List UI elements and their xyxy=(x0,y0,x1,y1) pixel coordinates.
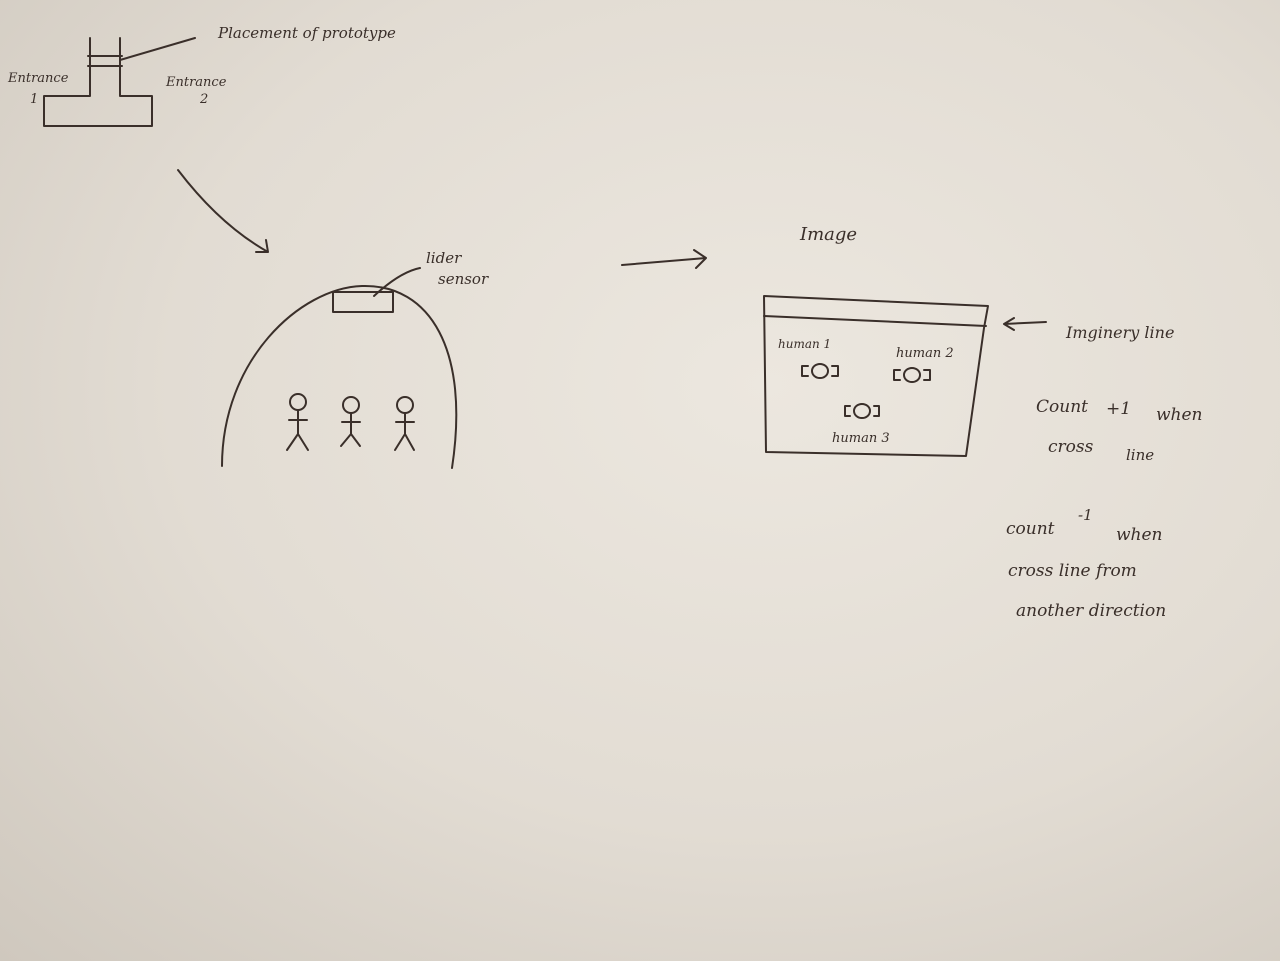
stick-figure xyxy=(286,393,309,451)
human-3-topview xyxy=(844,403,880,419)
human-2-label: human 2 xyxy=(896,346,954,361)
tunnel-view: lider sensor xyxy=(221,249,489,469)
plus-one: +1 xyxy=(1106,399,1131,419)
placement-label: Placement of prototype xyxy=(217,24,396,42)
plus-line: line xyxy=(1126,446,1154,464)
sensor-label-line1: lider xyxy=(426,249,462,267)
human-1-topview xyxy=(801,363,839,379)
counting-rules: Count +1 when cross line count -1 when c… xyxy=(1006,397,1203,621)
imaginary-line-arrow xyxy=(1003,317,1047,331)
entrance-2-label: Entrance xyxy=(165,75,227,90)
imaginary-line-label: Imginery line xyxy=(1065,323,1174,342)
image-frame xyxy=(763,295,989,457)
plus-count-word: Count xyxy=(1036,397,1088,417)
entrance-2-number: 2 xyxy=(199,92,208,107)
minus-one: -1 xyxy=(1078,506,1093,524)
lidar-sensor-box xyxy=(332,291,394,313)
straight-arrow xyxy=(621,249,707,269)
minus-cross-line-from: cross line from xyxy=(1008,561,1137,581)
imaginary-line xyxy=(763,315,987,327)
entrance-1-number: 1 xyxy=(30,92,38,107)
entrance-1-label: Entrance xyxy=(7,71,69,86)
sensor-leader-line xyxy=(373,267,421,297)
placement-leader-line xyxy=(119,37,196,61)
stick-figure xyxy=(340,396,361,447)
stick-figure xyxy=(394,396,415,451)
prototype-marker xyxy=(87,55,123,67)
plus-when: when xyxy=(1156,405,1203,425)
plus-cross: cross xyxy=(1048,437,1094,457)
minus-when: when xyxy=(1116,525,1163,545)
floor-plan: Placement of prototype Entrance 1 Entran… xyxy=(7,24,396,127)
sensor-label-line2: sensor xyxy=(438,270,489,288)
human-3-label: human 3 xyxy=(832,431,890,446)
human-2-topview xyxy=(893,367,931,383)
human-1-label: human 1 xyxy=(778,337,831,351)
minus-count-word: count xyxy=(1006,519,1055,539)
tunnel-arch xyxy=(221,284,458,469)
image-view: Image Imginery line human 1 human 2 huma… xyxy=(763,224,1174,457)
image-title: Image xyxy=(799,224,857,245)
curved-arrow xyxy=(177,169,269,253)
minus-another-direction: another direction xyxy=(1016,601,1166,621)
